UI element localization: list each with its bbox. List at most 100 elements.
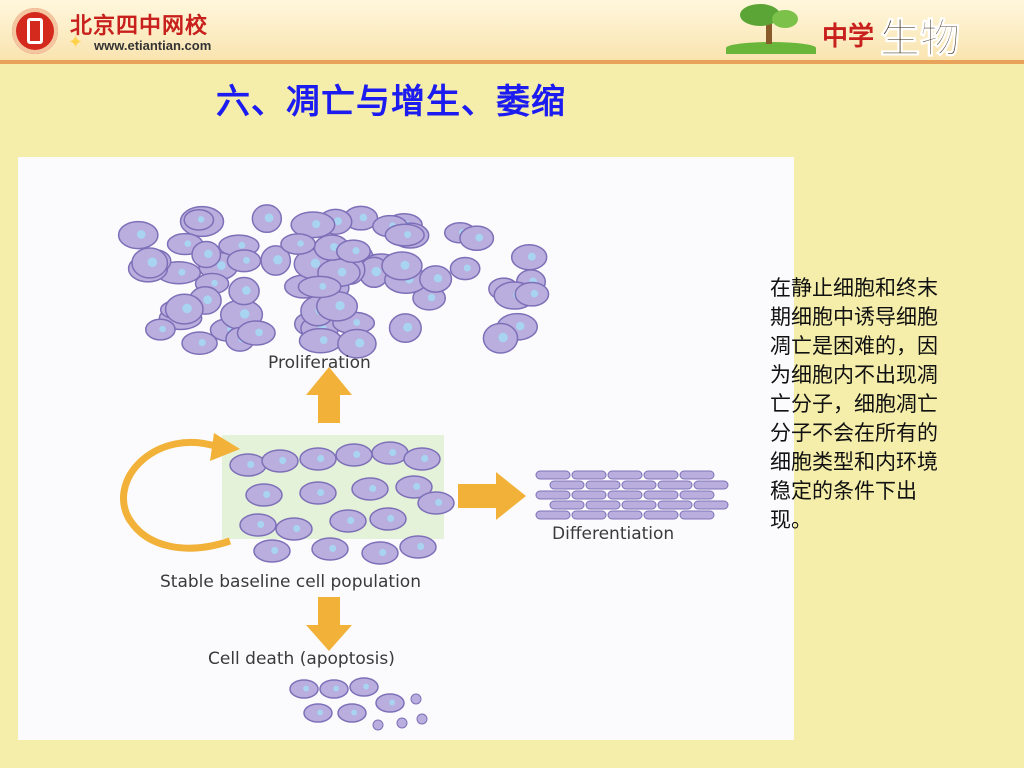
subject-main: 生物 [880,16,961,63]
cell-nucleus [310,258,321,268]
apoptotic-body [372,719,384,731]
differentiated-cell [643,470,679,480]
label-differentiation: Differentiation [552,524,675,544]
self-renewal-arrow [120,438,232,552]
cell-nucleus [317,454,325,462]
cell-nucleus [516,321,525,331]
cell-nucleus [475,233,484,242]
apoptotic-body [410,693,422,705]
cell-nucleus [333,217,342,226]
differentiated-cells [535,470,729,520]
cell-nucleus [387,514,395,522]
cell-nucleus [330,242,339,251]
cell-nucleus [271,546,279,554]
cell-nucleus [369,484,377,492]
differentiated-cell [607,470,643,480]
cell-nucleus [351,709,357,716]
differentiated-cell [535,510,571,520]
cell-nucleus [463,264,471,272]
cell-nucleus [204,249,213,259]
cell-nucleus [241,286,251,295]
cell-nucleus [427,293,436,302]
differentiated-cell [607,490,643,500]
differentiated-cell [621,500,657,510]
cell-nucleus [352,247,360,255]
slide-header: ✦ 北京四中网校 www.etiantian.com 中学 生物 [0,0,1024,64]
differentiated-cell [679,470,715,480]
apoptotic-body [416,713,428,725]
cell-nucleus [404,231,412,238]
cell-fate-diagram: Proliferation Differentiation Stable bas… [18,157,794,740]
differentiated-cell [535,490,571,500]
cell-nucleus [136,230,146,239]
differentiated-cell [679,490,715,500]
cell-nucleus [329,544,337,552]
cell-nucleus [353,319,361,326]
tree-trunk-icon [766,20,772,44]
arrow-right [458,472,526,520]
differentiated-cell [643,490,679,500]
cell-nucleus [159,325,166,333]
cell-nucleus [317,488,325,496]
stable-cells [229,441,455,565]
cell-nucleus [319,336,328,344]
differentiated-cell [607,510,643,520]
cell-nucleus [264,213,274,223]
sparkle-icon: ✦ [68,32,84,53]
cell-nucleus [527,252,536,261]
school-url: www.etiantian.com [94,38,212,53]
differentiated-cell [571,510,607,520]
self-renewal-arrowhead [210,433,240,461]
cell-nucleus [355,338,365,348]
cell-nucleus [335,300,345,311]
cell-nucleus [293,524,301,532]
cell-nucleus [197,216,205,223]
cell-nucleus [178,268,186,276]
cell-nucleus [389,448,397,456]
bush-icon [772,10,798,28]
differentiated-cell [585,500,621,510]
cell-nucleus [417,542,425,550]
subject-prefix: 中学 [822,22,875,52]
grass-icon [726,42,816,54]
diagram-canvas [117,204,729,731]
differentiated-cell [621,480,657,490]
cell-nucleus [182,303,192,314]
cell-nucleus [211,279,218,287]
differentiated-cell [643,510,679,520]
explanation-text: 在静止细胞和终末期细胞中诱导细胞凋亡是困难的，因为细胞内不出现凋亡分子，细胞凋亡… [770,276,938,532]
differentiated-cell [693,480,729,490]
tree-icon [740,4,780,26]
cell-nucleus [363,683,369,690]
cell-nucleus [359,213,368,222]
cell-nucleus [400,260,410,270]
cell-nucleus [403,322,413,332]
apoptotic-body [396,717,408,729]
cell-nucleus [147,257,158,268]
cell-nucleus [319,283,327,290]
differentiated-cell [585,480,621,490]
slide-title: 六、凋亡与增生、萎缩 [216,82,566,122]
differentiated-cell [679,510,715,520]
cell-nucleus [263,490,271,498]
school-name: 北京四中网校 [70,13,209,39]
label-stable-population: Stable baseline cell population [160,572,421,592]
cell-nucleus [433,274,443,283]
differentiated-cell [549,500,585,510]
arrow-down [306,597,352,651]
differentiated-cell [693,500,729,510]
cell-nucleus [530,289,539,298]
differentiated-cell [657,500,693,510]
cell-nucleus [242,256,250,264]
cell-nucleus [255,328,263,337]
cell-nucleus [435,498,443,506]
cell-nucleus [303,685,309,692]
cell-nucleus [297,240,304,247]
cell-nucleus [413,482,421,490]
cell-nucleus [317,709,323,716]
cell-nucleus [389,699,395,706]
arrow-up [306,367,352,423]
cell-nucleus [216,261,226,270]
differentiated-cell [657,480,693,490]
cell-nucleus [184,240,192,247]
